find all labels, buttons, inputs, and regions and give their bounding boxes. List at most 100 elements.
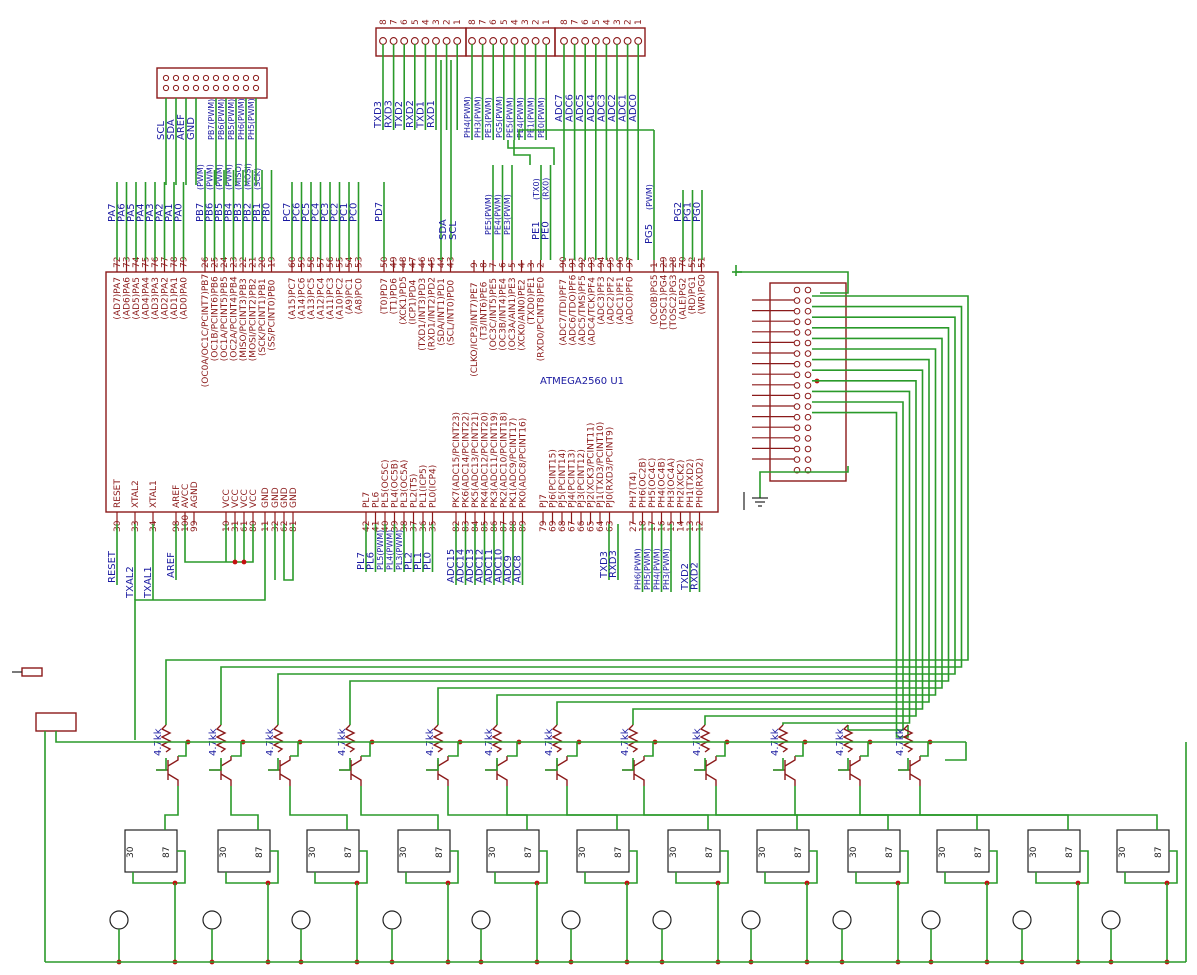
wire xyxy=(164,786,179,830)
net-label: PL0 xyxy=(423,552,434,570)
net-label: PA1 xyxy=(164,203,175,222)
load-lamp-icon xyxy=(382,910,402,930)
wire xyxy=(1035,872,1078,884)
header-pin-socket xyxy=(793,445,801,453)
header-pin-number: 1 xyxy=(542,19,552,25)
header-pin-socket xyxy=(804,413,812,421)
net-label: PA2 xyxy=(155,203,166,222)
wire xyxy=(622,758,634,771)
pin-function-note: (PWM) xyxy=(206,164,215,190)
load-lamp-icon xyxy=(291,910,311,930)
mcu-pin-number: 73 xyxy=(123,257,133,268)
mcu-pin-number: 90 xyxy=(559,256,569,268)
relay-pin-87: 87 xyxy=(255,847,265,858)
net-label: PL3(PWM) xyxy=(395,530,404,570)
net-label: PL5(PWM) xyxy=(376,530,385,570)
header-pin-socket xyxy=(804,371,812,379)
mcu-pin-name: (ADC2)PF2 xyxy=(607,276,617,324)
mcu-pin-number: 59 xyxy=(298,256,308,268)
net-label: PL7 xyxy=(356,552,367,570)
header-pin-socket xyxy=(804,307,812,315)
mcu-pin-number: 13 xyxy=(686,521,696,532)
net-label: PE4(PWM) xyxy=(494,194,503,235)
mcu-pin-number: 97 xyxy=(626,257,636,268)
net-label: ADC11 xyxy=(484,549,495,583)
mcu-pin-name: PJ2(XCK3/PCINT11) xyxy=(587,423,597,508)
header-pin-socket xyxy=(804,329,812,336)
wire xyxy=(855,872,898,884)
mcu-pin-name: (SS/PCINT0)PB0 xyxy=(268,279,278,350)
mcu-pin-name: (AD1)PA1 xyxy=(170,277,180,320)
mcu-pin-number: 30 xyxy=(113,520,123,532)
net-label: PC6 xyxy=(292,203,303,222)
transistor-collector xyxy=(350,756,362,767)
header-pin-socket xyxy=(252,84,260,92)
mcu-pin-name: (OC0B)PG5 xyxy=(650,274,660,324)
header-pin-socket xyxy=(793,329,801,336)
header-pin-socket xyxy=(581,37,590,45)
mcu-pin-name: (AD2)PA2 xyxy=(161,277,171,320)
mcu-pin-number: 66 xyxy=(577,520,587,532)
header-pin-socket xyxy=(793,424,801,432)
load-lamp-icon xyxy=(652,910,672,930)
mcu-pin-name: GND xyxy=(280,487,290,508)
header-pin-socket xyxy=(793,371,801,379)
header-pin-socket xyxy=(489,37,498,45)
mcu-pin-name: PJ5(PCINT14) xyxy=(558,449,568,508)
header-pin-socket xyxy=(804,318,812,326)
mcu-pin-name: (ALE)PG2 xyxy=(679,278,689,320)
mcu-pin-number: 74 xyxy=(132,256,142,268)
mcu-pin-name: (T1)PD6 xyxy=(390,278,400,315)
net-label: ADC10 xyxy=(494,549,505,583)
mcu-pin-name: (A13)PC5 xyxy=(307,278,317,320)
wire xyxy=(736,271,849,294)
mcu-pin-number: 44 xyxy=(437,256,447,268)
mcu-pin-name: (AD7)PA7 xyxy=(113,277,123,320)
mcu-pin-name: (MOSI/PCINT2)PB2 xyxy=(249,278,259,361)
mcu-pin-name: (ADC0)PF0 xyxy=(626,276,636,325)
wire xyxy=(175,850,186,884)
header-pin-socket xyxy=(804,456,812,463)
net-label: TXD3 xyxy=(373,101,384,129)
header-pin-socket xyxy=(478,37,487,45)
mcu-pin-number: 85 xyxy=(481,521,491,532)
mcu-pin-number: 1 xyxy=(650,262,660,268)
mcu-pin-number: 20 xyxy=(258,256,268,268)
header-pin-number: 2 xyxy=(532,19,542,25)
header-pin-socket xyxy=(793,435,801,442)
mcu-pin-name: (ICP1)PD4 xyxy=(409,279,419,324)
header-pin-socket xyxy=(222,84,230,92)
mcu-pin-number: 91 xyxy=(569,257,579,268)
header-pin-number: 4 xyxy=(510,19,520,25)
net-label: PG5(PWM) xyxy=(495,96,504,138)
wire xyxy=(448,742,459,757)
header-pin-socket xyxy=(793,413,801,421)
wire xyxy=(426,758,439,771)
net-label: PC2 xyxy=(330,203,341,222)
mcu-pin-number: 79 xyxy=(539,520,549,532)
mcu-pin-name: PK2(ADC10/PCINT18) xyxy=(500,412,510,508)
relay-pin-87: 87 xyxy=(705,847,715,858)
resistor-symbol xyxy=(432,724,444,753)
wire xyxy=(289,786,348,830)
mcu-pin-name: PJ7 xyxy=(539,494,549,508)
mcu-pin-number: 63 xyxy=(606,521,616,532)
wire xyxy=(178,742,187,757)
mcu-pin-name: (RXD1/INT2)PD2 xyxy=(428,277,438,351)
wire xyxy=(1124,872,1167,884)
relay-pin-30: 30 xyxy=(938,846,948,858)
mcu-pins: 72(AD7)PA773(AD6)PA674(AD5)PA575(AD4)PA4… xyxy=(113,256,708,532)
mcu-pin-name: PK7(ADC15/PCINT23) xyxy=(452,412,462,508)
mcu-pin-number: 79 xyxy=(180,256,190,268)
wire xyxy=(643,786,798,830)
mcu-pin-number: 92 xyxy=(578,257,588,268)
mcu-pin-number: 77 xyxy=(161,257,171,268)
mcu-pin-number: 52 xyxy=(688,257,698,268)
transistor-emitter xyxy=(437,773,449,786)
j2-body xyxy=(21,667,43,677)
header-pin-socket xyxy=(202,84,210,92)
wire xyxy=(231,742,242,757)
wire xyxy=(795,742,804,757)
wire xyxy=(945,742,967,761)
header-pin-number: 7 xyxy=(479,19,489,25)
